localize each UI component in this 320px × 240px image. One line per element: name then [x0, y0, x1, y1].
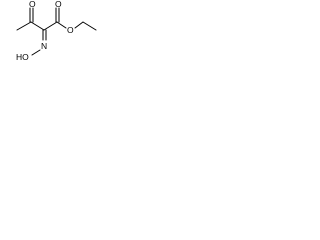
molecule-structure-diagram: O O O N HO [16, 0, 97, 62]
bond-lines [16, 7, 97, 56]
bond-ether-oxygen-ch2 [74, 21, 84, 29]
bond-n-hydroxyl [31, 49, 41, 56]
oxime-hydroxyl-label: HO [16, 52, 29, 62]
ester-ether-oxygen-label: O [67, 25, 74, 35]
bond-ch2-ch3 [82, 21, 97, 31]
bond-ester-ether-oxygen [56, 21, 67, 29]
bond-ketone-alpha [30, 21, 45, 31]
oxime-nitrogen-label: N [41, 41, 47, 51]
ester-carbonyl-oxygen-label: O [55, 0, 62, 9]
bond-alpha-ester-carbon [43, 21, 58, 31]
bond-methyl-ketone-carbon [16, 21, 32, 31]
atom-labels: O O O N HO [16, 0, 74, 62]
ketone-oxygen-label: O [29, 0, 36, 9]
